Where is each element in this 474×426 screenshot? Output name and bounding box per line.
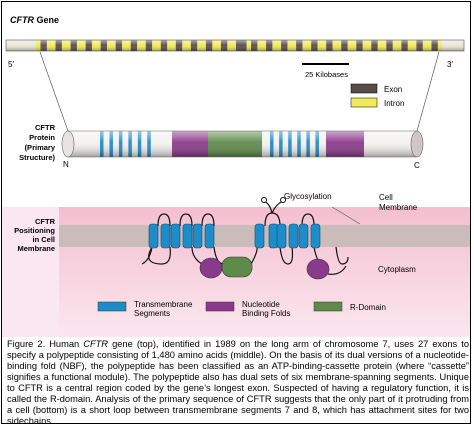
transmembrane-swatch	[97, 301, 127, 312]
r-domain-legend: R-Domain	[350, 303, 386, 312]
caption-body: gene (top), identified in 1989 on the lo…	[7, 339, 469, 424]
caption-gene-name: CFTR	[83, 339, 109, 349]
transmembrane-segment	[268, 223, 279, 249]
n-terminus-label: N	[63, 160, 69, 169]
svg-text:Protein: Protein	[29, 133, 55, 142]
r-domain-swatch	[313, 301, 343, 312]
exon-swatch	[350, 83, 378, 94]
cftr-diagram: CFTR Gene 5′ 3′ 25 Kilobases Exon Intron	[2, 2, 470, 337]
svg-text:Structure): Structure)	[19, 153, 55, 162]
transmembrane-legend-1: Transmembrane	[134, 300, 193, 309]
transmembrane-segment	[160, 223, 171, 249]
nbf-2-domain	[306, 258, 330, 280]
protein-label: CFTR Protein (Primary Structure)	[19, 123, 56, 162]
r-domain-shape	[221, 256, 253, 278]
gene-title: CFTR Gene	[10, 15, 59, 25]
nbf-legend-1: Nucleotide	[242, 300, 280, 309]
cftr-figure: CFTR Gene 5′ 3′ 25 Kilobases Exon Intron	[2, 2, 470, 337]
c-terminus-label: C	[414, 161, 420, 170]
intron-swatch	[350, 97, 378, 108]
intron-legend-label: Intron	[384, 99, 404, 108]
glycosylation-sidechains	[261, 197, 286, 203]
cell-membrane-label-1: Cell	[379, 193, 393, 202]
expansion-lines	[39, 51, 440, 132]
transmembrane-legend-2: Segments	[134, 309, 170, 318]
membrane-pointer	[331, 206, 361, 225]
transmembrane-segment	[148, 223, 159, 249]
svg-text:CFTR: CFTR	[35, 123, 56, 132]
transmembrane-segment	[310, 223, 321, 249]
transmembrane-segment	[204, 223, 215, 249]
svg-text:Positioning: Positioning	[14, 226, 55, 235]
transmembrane-segments	[148, 223, 321, 249]
transmembrane-segment	[170, 223, 181, 249]
glycosylation-label: Glycosylation	[284, 192, 332, 201]
cell-membrane-label-2: Membrane	[379, 203, 418, 212]
top-panel-background	[2, 2, 470, 207]
transmembrane-segment	[192, 223, 203, 249]
gene-5prime-label: 5′	[8, 60, 14, 69]
transmembrane-segment	[276, 223, 287, 249]
caption-prefix: Figure 2. Human	[7, 339, 84, 349]
figure-caption: Figure 2. Human CFTR gene (top), identif…	[7, 339, 469, 424]
transmembrane-segment	[288, 223, 299, 249]
cell-membrane-band	[59, 225, 470, 247]
domain-legend: Transmembrane Segments Nucleotide Bindin…	[97, 300, 386, 318]
nbf-1-domain	[199, 257, 223, 279]
cytoplasm-label: Cytoplasm	[378, 265, 416, 274]
gene-3prime-label: 3′	[447, 60, 453, 69]
scale-label: 25 Kilobases	[305, 70, 348, 79]
exon-legend-label: Exon	[384, 85, 402, 94]
svg-text:Membrane: Membrane	[17, 244, 55, 253]
membrane-label: CFTR Positioning in Cell Membrane	[14, 217, 55, 253]
svg-text:(Primary: (Primary	[25, 143, 56, 152]
nbf-legend-2: Binding Folds	[242, 309, 290, 318]
svg-text:CFTR: CFTR	[35, 217, 56, 226]
nbf-swatch	[205, 301, 235, 312]
svg-text:in Cell: in Cell	[32, 235, 55, 244]
transmembrane-segment	[254, 223, 265, 249]
protein-tube	[61, 130, 424, 158]
gene-bar	[5, 39, 465, 52]
transmembrane-segment	[182, 223, 193, 249]
transmembrane-segment	[298, 223, 309, 249]
